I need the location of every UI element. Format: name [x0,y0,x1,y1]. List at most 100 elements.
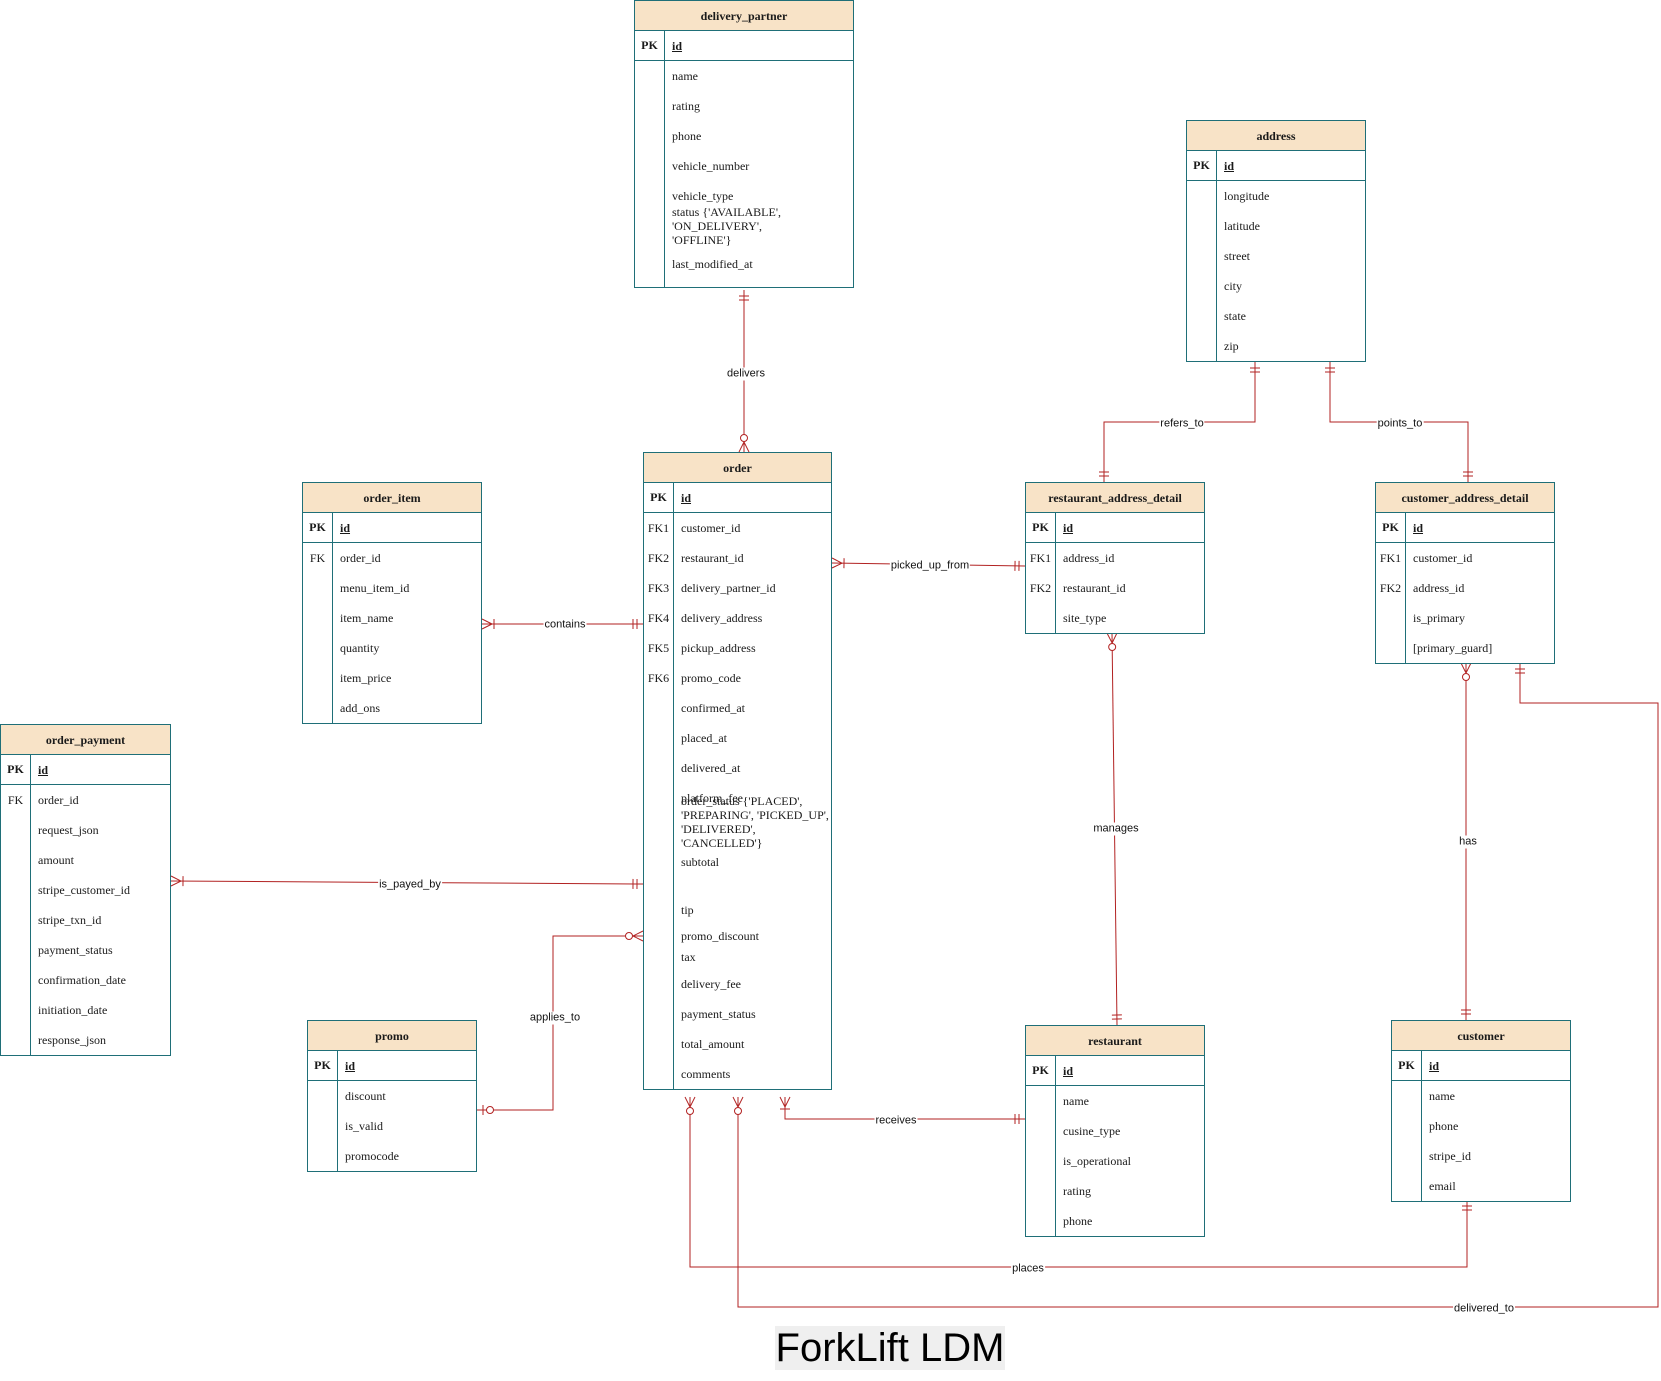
attribute-row: email [1392,1171,1570,1201]
field-name: customer_id [681,521,741,535]
key-marker [1026,1086,1056,1116]
relationship-delivered-to[interactable] [732,663,1659,1308]
key-marker: PK [644,483,674,512]
key-marker [644,783,674,813]
key-marker: PK [1,755,31,784]
key-marker [1,965,31,995]
key-marker [1392,1081,1422,1111]
relationship-label: places [1011,1262,1045,1276]
attribute-row: street [1187,241,1365,271]
field-name: stripe_txn_id [38,913,102,927]
field-name: amount [38,853,74,867]
attribute-row: vehicle_type [635,181,853,211]
entity-title: promo [308,1021,476,1051]
key-marker [1376,633,1406,663]
field-name: customer_id [1413,551,1473,565]
relationship-label: picked_up_from [889,559,971,573]
entity-title: address [1187,121,1365,151]
entity-title: order_payment [1,725,170,755]
attribute-row: is_primary [1376,603,1554,633]
key-marker [635,121,665,151]
attribute-row: latitude [1187,211,1365,241]
key-marker: PK [303,513,333,542]
field-name: comments [681,1067,731,1081]
field-name: address_id [1413,581,1465,595]
entity-title: order_item [303,483,481,513]
field-name: latitude [1224,219,1260,233]
field-name: total_amount [681,1037,745,1051]
field-name: subtotal [681,855,719,869]
field-name: order_status {'PLACED', 'PREPARING', 'PI… [681,794,829,850]
attribute-row: item_name [303,603,481,633]
entity-title: customer_address_detail [1376,483,1554,513]
field-name: email [1429,1179,1456,1193]
relationship-places[interactable] [684,1096,1472,1268]
attribute-row: cusine_type [1026,1116,1204,1146]
key-marker: PK [308,1051,338,1080]
key-marker: FK2 [1026,573,1056,603]
attribute-row: stripe_customer_id [1,875,170,905]
relationship-receives[interactable] [779,1096,1025,1124]
key-marker: FK5 [644,633,674,663]
attribute-row: name [1392,1081,1570,1111]
field-name: id [1413,520,1424,535]
key-marker [303,603,333,633]
field-name: add_ons [340,701,380,715]
field-name: phone [672,129,702,143]
field-name: confirmed_at [681,701,745,715]
field-name: status {'AVAILABLE', 'ON_DELIVERY', 'OFF… [672,205,781,247]
key-marker [644,893,674,927]
key-marker [303,663,333,693]
relationship-label: has [1458,835,1478,849]
key-marker: FK1 [644,513,674,543]
field-name: id [1224,158,1235,173]
field-name: id [1063,520,1074,535]
relationship-label: applies_to [528,1011,582,1025]
field-name: payment_status [38,943,113,957]
field-name: tip [681,903,694,917]
attribute-row: placed_at [644,723,831,753]
attribute-row: phone [635,121,853,151]
attribute-row: initiation_date [1,995,170,1025]
attribute-row: comments [644,1059,831,1089]
relationship-label: delivered_to [1453,1302,1515,1316]
key-marker [644,927,674,945]
attribute-row: promo_discount [644,927,831,945]
field-name: [primary_guard] [1413,641,1493,655]
attribute-row: menu_item_id [303,573,481,603]
field-name: quantity [340,641,380,655]
relationship-label: points_to [1376,417,1424,431]
attribute-row: confirmed_at [644,693,831,723]
key-marker [644,753,674,783]
field-name: cusine_type [1063,1124,1121,1138]
attribute-row: rating [635,91,853,121]
field-name: placed_at [681,731,727,745]
attribute-row: longitude [1187,181,1365,211]
key-marker [1,875,31,905]
key-marker [635,151,665,181]
key-marker [1,995,31,1025]
attribute-row: zip [1187,331,1365,361]
key-marker [1,1025,31,1055]
field-name: confirmation_date [38,973,126,987]
attribute-row: [primary_guard] [1376,633,1554,663]
field-name: rating [672,99,700,113]
entity-title: restaurant [1026,1026,1204,1056]
